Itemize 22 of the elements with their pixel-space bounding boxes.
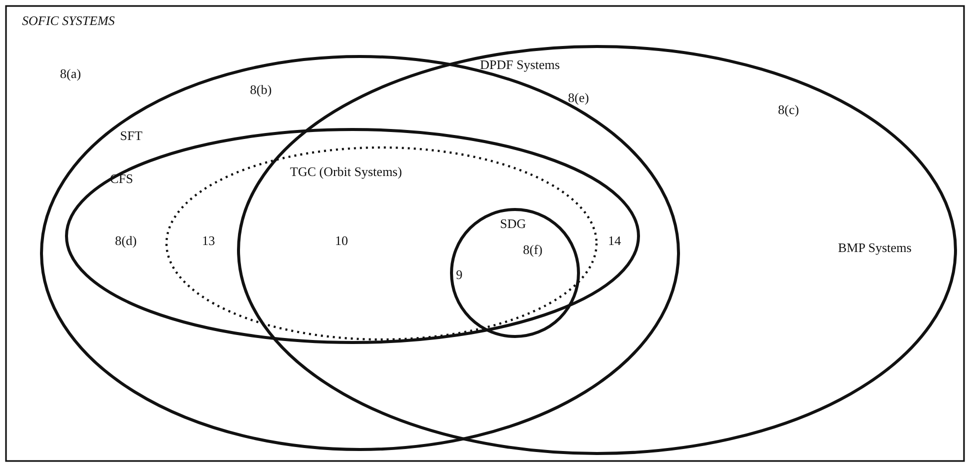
region-label: DPDF Systems: [480, 58, 560, 72]
frame-title: SOFIC SYSTEMS: [22, 14, 115, 28]
region-label: 13: [202, 234, 215, 248]
region-label: 8(b): [250, 83, 272, 98]
set-ellipse: [65, 128, 640, 344]
region-label: 14: [608, 234, 621, 248]
region-label: 8(f): [523, 243, 542, 258]
region-label: 8(c): [778, 103, 799, 118]
region-label: 8(d): [115, 234, 137, 248]
set-label: SDG: [500, 217, 526, 232]
set-circle: [450, 208, 580, 338]
region-label: 10: [335, 234, 348, 248]
set-ellipse: [237, 45, 957, 455]
set-label: BMP Systems: [838, 241, 912, 256]
set-ellipse: [165, 146, 598, 341]
set-ellipse: [40, 55, 680, 451]
frame-border: [5, 5, 965, 462]
region-label: 9: [456, 268, 462, 282]
region-label: 8(e): [568, 91, 589, 106]
set-label: SFT: [120, 129, 142, 144]
set-label: TGC (Orbit Systems): [290, 165, 402, 180]
region-label: 8(a): [60, 67, 81, 82]
